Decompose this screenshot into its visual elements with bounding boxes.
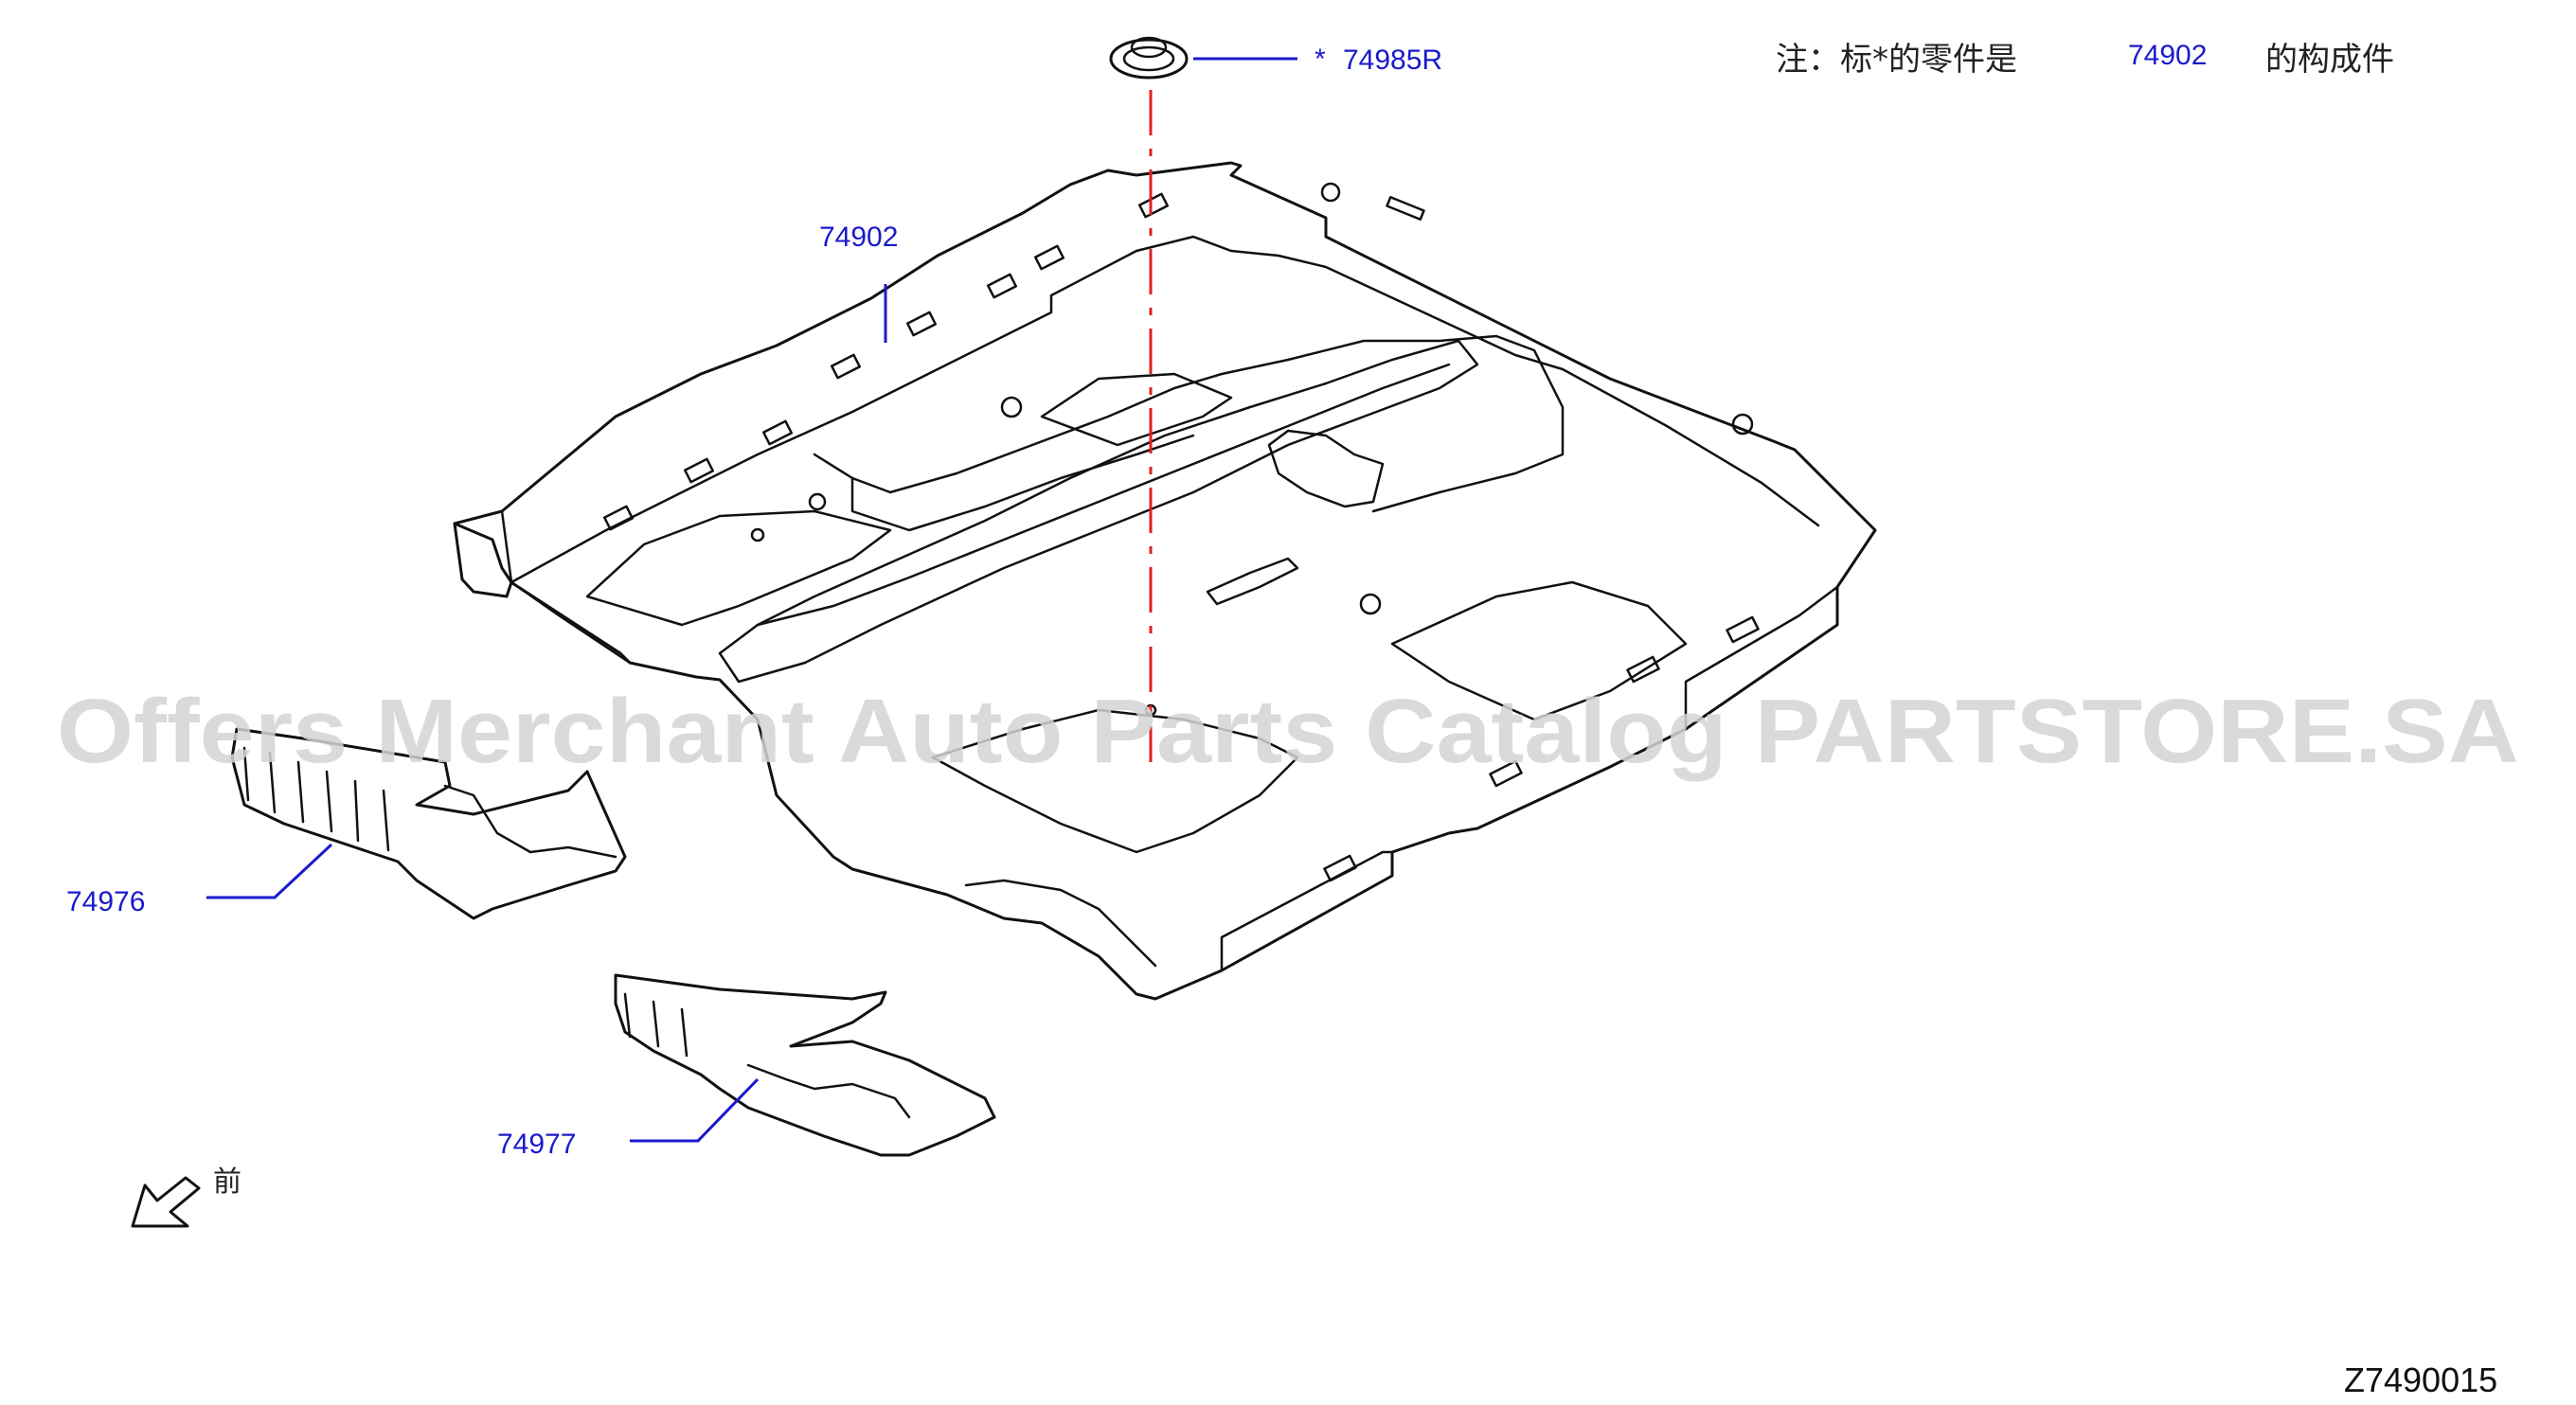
clip-drawing [1109, 36, 1189, 80]
left-side-flap [453, 522, 513, 598]
left-front-pad-ribs [242, 746, 390, 852]
clip-inner [1122, 45, 1175, 72]
console-bracket [1267, 429, 1385, 508]
hole-marker [1000, 396, 1023, 418]
floor-carpet-drawing [453, 161, 1877, 1001]
callout-74902[interactable]: 74902 [819, 222, 898, 253]
hole-marker [808, 492, 827, 511]
rear-seat-hump [813, 334, 1565, 513]
left-rear-footwell [585, 509, 892, 627]
diagram-id: Z7490015 [2344, 1361, 2497, 1399]
right-front-pad-drawing [614, 973, 996, 1157]
right-rear-footwell [1040, 372, 1233, 447]
front-label: 前 [213, 1165, 242, 1199]
left-front-pad-heel [443, 784, 617, 859]
clip-marker-asterisk: * [1315, 44, 1326, 75]
left-sill-edge [500, 509, 632, 665]
hole-marker [750, 527, 765, 542]
callout-74977[interactable]: 74977 [497, 1129, 576, 1160]
right-front-pad-outline [614, 973, 996, 1157]
right-front-pad-heel [746, 1063, 911, 1119]
arrow-icon [131, 1176, 201, 1228]
left-front-pad-outline [230, 727, 627, 920]
rear-floor-edge [510, 235, 1820, 584]
hole-marker [1731, 413, 1754, 436]
right-sill-edge [1684, 585, 1839, 731]
center-tunnel-ridge [756, 363, 1451, 627]
floor-carpet-outline [453, 161, 1877, 1001]
hole-marker [1359, 593, 1382, 615]
note-prefix: 注：标*的零件是 [1776, 41, 2017, 79]
watermark-text: Offers Merchant Auto Parts Catalog PARTS… [57, 681, 2519, 782]
front-lip-right [1220, 850, 1394, 972]
left-front-footwell [931, 708, 1299, 854]
note-suffix: 的构成件 [2265, 41, 2394, 79]
center-tunnel [718, 339, 1479, 684]
note-part-ref[interactable]: 74902 [2128, 40, 2207, 71]
clip-cap [1130, 36, 1168, 59]
right-front-footwell [1390, 580, 1688, 721]
clip-flange [1109, 38, 1189, 80]
hole-marker [1320, 182, 1341, 203]
console-slot [1206, 557, 1299, 606]
front-lip [964, 879, 1157, 968]
left-front-pad-drawing [230, 727, 627, 920]
leader-line-left-pad [206, 843, 333, 899]
front-direction-arrow: 前 [131, 1165, 242, 1228]
rear-seat-step [850, 434, 1195, 532]
callout-74985R[interactable]: 74985R [1343, 44, 1442, 76]
leader-line-right-pad [630, 1077, 760, 1143]
callout-74976[interactable]: 74976 [66, 886, 145, 917]
right-front-pad-ribs [623, 992, 689, 1058]
